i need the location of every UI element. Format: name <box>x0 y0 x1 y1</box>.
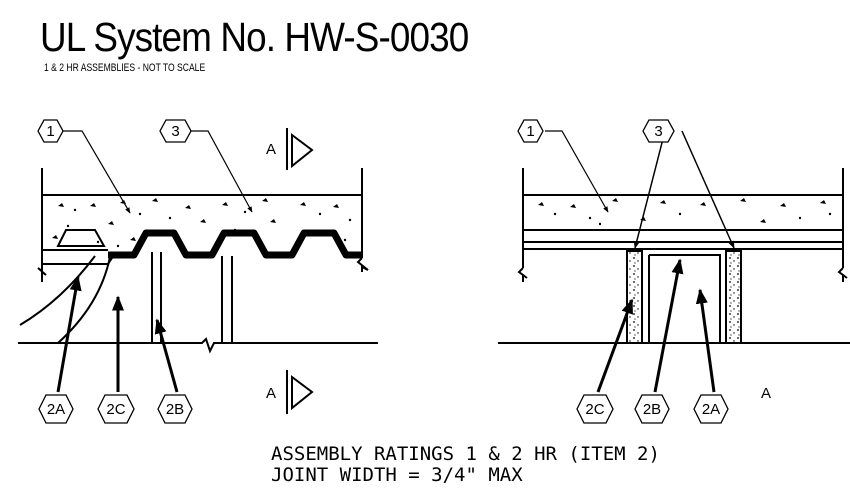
right-callout-2a: 2A <box>693 394 729 424</box>
stud-outer <box>641 251 727 343</box>
svg-text:2A: 2A <box>47 401 65 418</box>
section-arrow-bottom <box>286 370 314 414</box>
svg-text:2C: 2C <box>106 401 125 418</box>
svg-text:2B: 2B <box>166 401 184 418</box>
drawing-subtitle: 1 & 2 HR ASSEMBLIES - NOT TO SCALE <box>44 62 206 74</box>
stud-flanges <box>151 252 233 343</box>
leader-2b <box>154 318 179 393</box>
right-view-slab-bottom <box>523 229 843 250</box>
svg-text:2C: 2C <box>585 401 604 418</box>
leader-2a <box>56 275 82 393</box>
right-callout-3: 3 <box>642 119 675 143</box>
deck-underside-line <box>42 249 113 265</box>
svg-text:3: 3 <box>654 123 662 140</box>
callout-1: 1 <box>37 119 64 143</box>
section-mark-bottom: A <box>266 385 276 402</box>
right-leader-2b <box>653 258 684 393</box>
right-callout-1: 1 <box>517 119 544 143</box>
left-wall-line <box>37 168 47 282</box>
concrete-aggregate <box>52 198 352 248</box>
right-leader-3b <box>681 130 735 249</box>
flute-opening <box>56 229 106 247</box>
stud-web <box>648 254 721 343</box>
right-leader-1 <box>545 130 609 213</box>
callout-2b: 2B <box>157 394 193 424</box>
section-arrow-top <box>286 128 314 170</box>
drawing-title: UL System No. HW-S-0030 <box>40 14 469 60</box>
right-view-right-wall <box>837 168 848 282</box>
right-detail-view: A 1 3 2C 2B 2A <box>498 119 850 424</box>
right-view-left-wall <box>517 168 528 282</box>
note-ratings: ASSEMBLY RATINGS 1 & 2 HR (ITEM 2) <box>271 443 660 465</box>
svg-text:3: 3 <box>171 123 179 140</box>
svg-text:1: 1 <box>46 123 54 140</box>
assembly-notes: ASSEMBLY RATINGS 1 & 2 HR (ITEM 2) JOINT… <box>271 444 660 486</box>
sealant-right <box>725 250 742 344</box>
svg-text:1: 1 <box>526 123 534 140</box>
callout-2a: 2A <box>38 394 74 424</box>
floor-line <box>18 337 378 354</box>
sealant-left <box>626 250 643 344</box>
right-leader-2c <box>596 298 634 393</box>
callout-2c: 2C <box>97 394 135 424</box>
joint-curve-outer <box>19 255 96 326</box>
right-leader-2a <box>695 288 716 393</box>
section-mark-top: A <box>266 141 276 158</box>
fluted-steel-deck <box>108 229 362 259</box>
left-detail-view: A A 1 3 2A 2C 2B <box>18 119 378 424</box>
note-joint-width: JOINT WIDTH = 3/4" MAX <box>271 464 523 486</box>
section-label-a: A <box>761 385 771 402</box>
leader-3 <box>191 130 253 213</box>
right-leader-3a <box>633 130 666 249</box>
right-callout-2c: 2C <box>576 394 614 424</box>
svg-text:2A: 2A <box>702 401 720 418</box>
svg-text:2B: 2B <box>643 401 661 418</box>
right-view-aggregate <box>538 198 832 226</box>
callout-3: 3 <box>159 119 192 143</box>
right-callout-2b: 2B <box>634 394 670 424</box>
leader-1 <box>63 130 131 214</box>
right-wall-line <box>356 168 369 272</box>
